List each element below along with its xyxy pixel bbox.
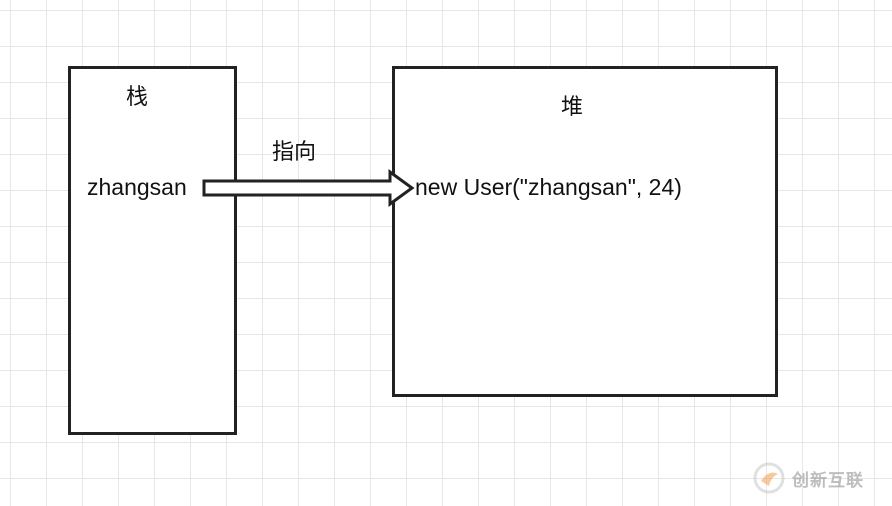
reference-arrow <box>202 169 415 207</box>
watermark-logo-icon <box>753 462 785 494</box>
reference-arrow-shape <box>202 169 415 207</box>
stack-variable-label: zhangsan <box>87 174 187 200</box>
watermark: 创新互联 <box>752 458 888 498</box>
heap-box <box>392 66 778 397</box>
watermark-text: 创新互联 <box>792 470 864 491</box>
heap-object-label: new User("zhangsan", 24) <box>415 174 682 200</box>
heap-title: 堆 <box>561 95 584 120</box>
stack-title: 栈 <box>126 85 149 110</box>
reference-label: 指向 <box>272 140 317 165</box>
stack-box <box>68 66 237 435</box>
